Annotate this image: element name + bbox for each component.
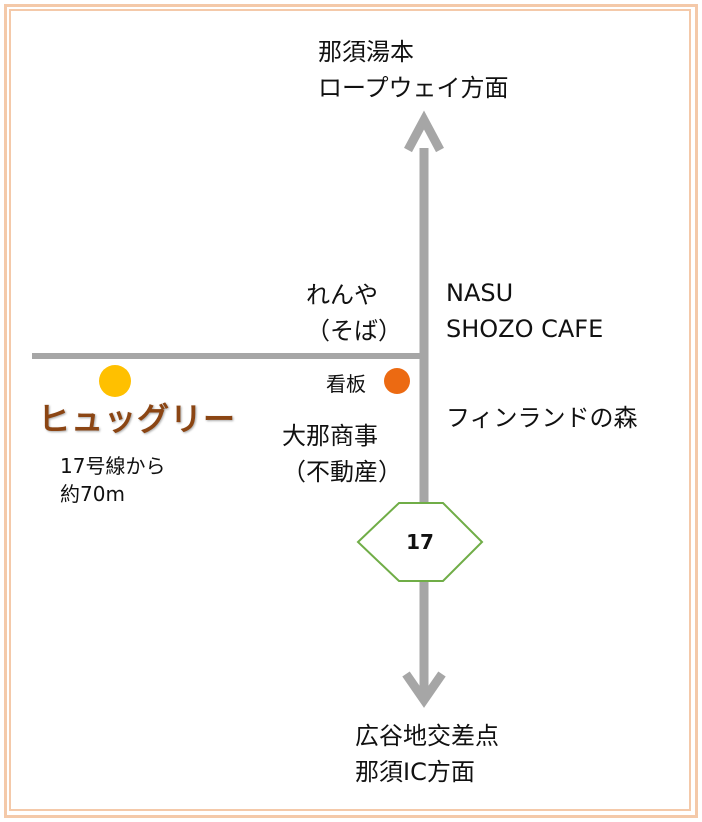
nasu-shozo-cafe-label: NASU SHOZO CAFE bbox=[446, 275, 603, 347]
omina-shoji-line2: （不動産） bbox=[282, 458, 402, 486]
distance-line2: 約70m bbox=[60, 482, 125, 506]
south-destination-label: 広谷地交差点 那須IC方面 bbox=[355, 718, 499, 790]
north-arrow-icon bbox=[404, 110, 444, 153]
renya-label: れんや （そば） bbox=[306, 277, 402, 349]
finland-forest-label: フィンランドの森 bbox=[446, 404, 638, 432]
signboard-marker-icon bbox=[384, 368, 410, 394]
renya-line1: れんや bbox=[306, 281, 378, 309]
route-shield-icon bbox=[356, 502, 484, 582]
omina-shoji-label: 大那商事 （不動産） bbox=[282, 418, 402, 490]
nasu-shozo-cafe-line2: SHOZO CAFE bbox=[446, 315, 604, 343]
destination-distance-label: 17号線から 約70m bbox=[60, 452, 165, 508]
distance-line1: 17号線から bbox=[60, 454, 166, 478]
south-destination-line2: 那須IC方面 bbox=[355, 758, 475, 786]
omina-shoji-line1: 大那商事 bbox=[282, 422, 378, 450]
destination-marker-icon bbox=[99, 365, 131, 397]
south-arrow-icon bbox=[402, 671, 446, 708]
map-frame-outer bbox=[4, 4, 698, 818]
north-destination-label: 那須湯本 ロープウェイ方面 bbox=[318, 34, 509, 106]
renya-line2: （そば） bbox=[306, 317, 402, 345]
route-shield-number: 17 bbox=[406, 530, 434, 554]
north-destination-line1: 那須湯本 bbox=[318, 38, 414, 66]
south-destination-line1: 広谷地交差点 bbox=[355, 722, 499, 750]
destination-name: ヒュッグリー bbox=[38, 400, 237, 438]
map-frame-inner bbox=[9, 9, 691, 811]
signboard-label: 看板 bbox=[326, 372, 366, 396]
nasu-shozo-cafe-line1: NASU bbox=[446, 279, 514, 307]
north-destination-line2: ロープウェイ方面 bbox=[318, 74, 509, 102]
